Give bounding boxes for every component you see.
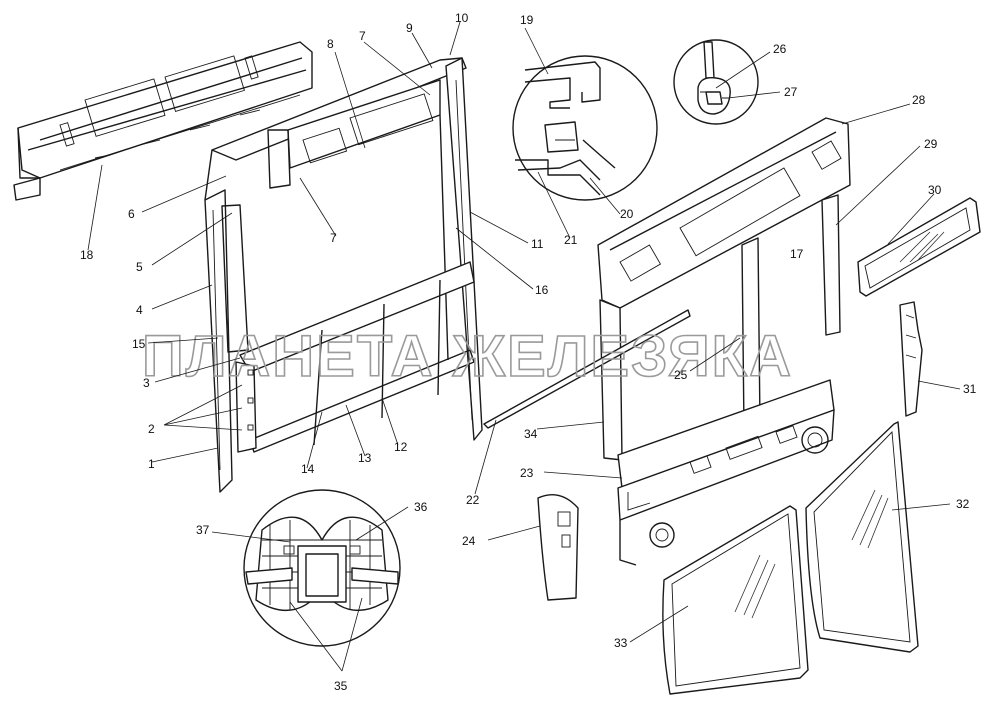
label-31: 31 bbox=[963, 382, 977, 396]
front-frame-part bbox=[597, 117, 851, 566]
roof-panel-part bbox=[13, 41, 313, 201]
label-27: 27 bbox=[784, 85, 798, 99]
label-28: 28 bbox=[912, 93, 926, 107]
label-19: 19 bbox=[520, 13, 534, 27]
label-13: 13 bbox=[358, 451, 372, 465]
label-34: 34 bbox=[524, 427, 538, 441]
label-10: 10 bbox=[455, 11, 469, 25]
label-8: 8 bbox=[327, 37, 334, 51]
leader-lines bbox=[87, 21, 961, 672]
label-21: 21 bbox=[564, 233, 578, 247]
label-25: 25 bbox=[674, 368, 688, 382]
label-29: 29 bbox=[924, 137, 938, 151]
label-26: 26 bbox=[773, 42, 787, 56]
label-16: 16 bbox=[535, 283, 549, 297]
label-35: 35 bbox=[334, 679, 348, 693]
part-labels: 1 2 3 4 5 6 7 7 8 9 10 11 12 13 14 15 16… bbox=[80, 11, 977, 693]
small-glass-part bbox=[857, 197, 981, 297]
label-37: 37 bbox=[196, 523, 210, 537]
windshield-left-part bbox=[662, 505, 809, 695]
label-24: 24 bbox=[462, 534, 476, 548]
label-1: 1 bbox=[148, 457, 155, 471]
label-20: 20 bbox=[620, 207, 634, 221]
label-9: 9 bbox=[406, 21, 413, 35]
side-piece-part bbox=[899, 301, 923, 417]
label-7a: 7 bbox=[330, 231, 337, 245]
watermark-text: ПЛАНЕТА ЖЕЛЕЗЯКА bbox=[142, 324, 793, 389]
detail-circle-26-27 bbox=[673, 39, 759, 125]
label-30: 30 bbox=[928, 183, 942, 197]
label-2: 2 bbox=[148, 422, 155, 436]
detail-circle-35-37 bbox=[243, 489, 401, 647]
label-17: 17 bbox=[790, 247, 804, 261]
label-4: 4 bbox=[136, 303, 143, 317]
label-11: 11 bbox=[531, 237, 544, 251]
seal-strip-part bbox=[483, 309, 691, 429]
corner-panel-part bbox=[537, 494, 579, 601]
label-22: 22 bbox=[466, 493, 480, 507]
label-33: 33 bbox=[614, 636, 628, 650]
label-6: 6 bbox=[128, 207, 135, 221]
label-12: 12 bbox=[394, 440, 408, 454]
label-14: 14 bbox=[301, 462, 315, 476]
label-18: 18 bbox=[80, 248, 94, 262]
windshield-right-part bbox=[805, 421, 919, 653]
label-15: 15 bbox=[132, 337, 146, 351]
detail-circle-19-21 bbox=[512, 55, 658, 201]
label-36: 36 bbox=[414, 500, 428, 514]
label-23: 23 bbox=[520, 466, 534, 480]
label-3: 3 bbox=[143, 376, 150, 390]
label-32: 32 bbox=[956, 497, 970, 511]
label-7b: 7 bbox=[359, 29, 366, 43]
label-5: 5 bbox=[136, 260, 143, 274]
rear-frame-part bbox=[204, 57, 483, 493]
